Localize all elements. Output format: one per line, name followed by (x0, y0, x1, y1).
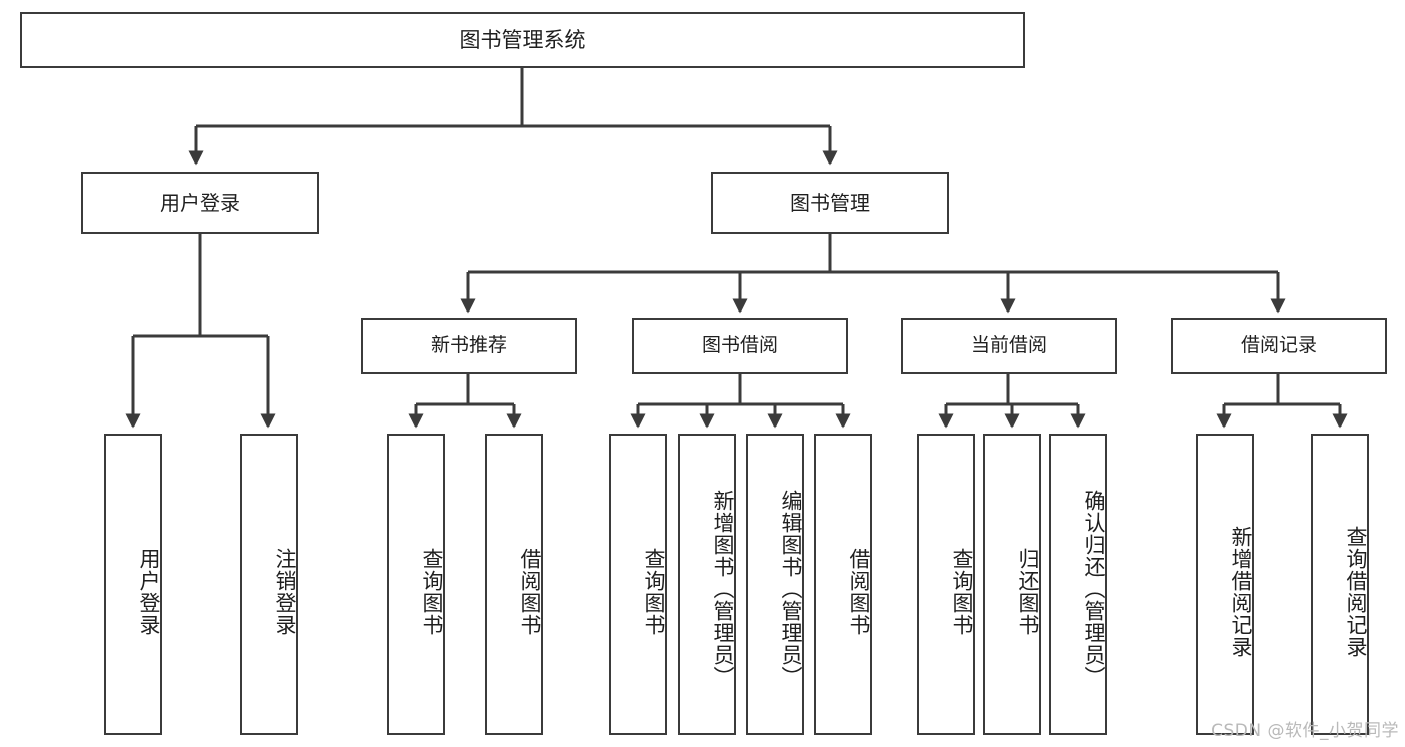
node-current-borrow[interactable]: 当前借阅 (901, 318, 1117, 374)
node-label: 编辑图书（管理员） (779, 489, 803, 688)
node-label: 用户登录 (137, 547, 161, 636)
node-label: 新增图书（管理员） (711, 489, 735, 688)
leaf-confirm-return[interactable]: 确认归还（管理员） (1049, 434, 1107, 735)
leaf-borrow-book-borrow[interactable]: 借阅图书 (814, 434, 872, 735)
node-book-borrow[interactable]: 图书借阅 (632, 318, 848, 374)
node-label: 借阅图书 (518, 547, 542, 636)
node-label: 归还图书 (1016, 547, 1040, 636)
node-label: 借阅图书 (847, 547, 871, 636)
leaf-logout-login[interactable]: 注销登录 (240, 434, 298, 735)
node-label: 图书借阅 (701, 334, 778, 357)
leaf-edit-book[interactable]: 编辑图书（管理员） (746, 434, 804, 735)
node-label: 新书推荐 (430, 334, 507, 357)
node-book-management-system[interactable]: 图书管理系统 (20, 12, 1025, 68)
leaf-add-book[interactable]: 新增图书（管理员） (678, 434, 736, 735)
node-label: 确认归还（管理员） (1082, 489, 1106, 688)
node-label: 图书管理系统 (459, 27, 586, 52)
leaf-user-login[interactable]: 用户登录 (104, 434, 162, 735)
node-label: 新增借阅记录 (1229, 525, 1253, 658)
csdn-watermark: CSDN @软件_小贺同学 (1211, 721, 1399, 741)
node-label: 借阅记录 (1240, 334, 1317, 357)
node-label: 图书管理 (790, 190, 870, 215)
node-user-login[interactable]: 用户登录 (81, 172, 319, 234)
leaf-add-borrow-record[interactable]: 新增借阅记录 (1196, 434, 1254, 735)
node-book-manage[interactable]: 图书管理 (711, 172, 949, 234)
leaf-borrow-book-recommend[interactable]: 借阅图书 (485, 434, 543, 735)
node-label: 查询图书 (642, 547, 666, 636)
node-label: 当前借阅 (970, 334, 1047, 357)
node-label: 注销登录 (273, 547, 297, 636)
node-borrow-record[interactable]: 借阅记录 (1171, 318, 1387, 374)
node-label: 用户登录 (160, 190, 240, 215)
leaf-query-book-borrow[interactable]: 查询图书 (609, 434, 667, 735)
node-new-book-recommend[interactable]: 新书推荐 (361, 318, 577, 374)
leaf-query-book-current[interactable]: 查询图书 (917, 434, 975, 735)
node-label: 查询借阅记录 (1344, 525, 1368, 658)
node-label: 查询图书 (950, 547, 974, 636)
leaf-query-book-recommend[interactable]: 查询图书 (387, 434, 445, 735)
leaf-return-book[interactable]: 归还图书 (983, 434, 1041, 735)
node-label: 查询图书 (420, 547, 444, 636)
leaf-query-borrow-record[interactable]: 查询借阅记录 (1311, 434, 1369, 735)
